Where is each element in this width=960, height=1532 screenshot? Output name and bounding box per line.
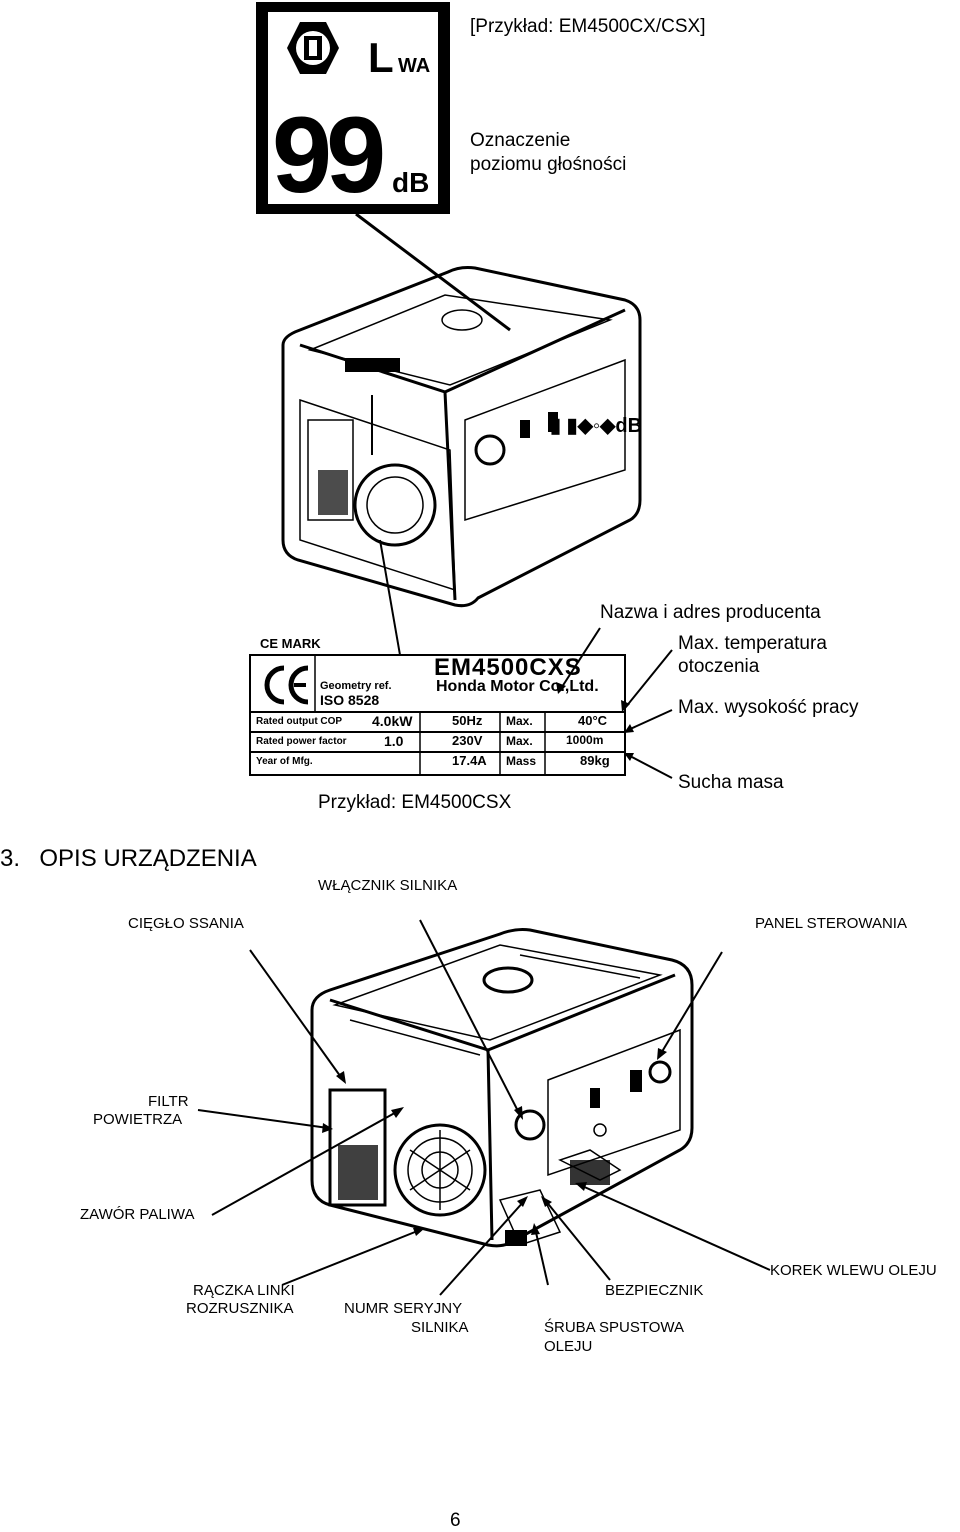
plate-row-label: Year of Mfg. bbox=[256, 756, 313, 767]
label-air-filter-line2: POWIETRZA bbox=[93, 1111, 183, 1128]
lwa-subscript: WA bbox=[398, 55, 430, 77]
plate-ce-mark: CE MARK bbox=[260, 636, 321, 651]
section-number: 3. bbox=[0, 845, 21, 872]
label-control-panel: PANEL STEROWANIA bbox=[755, 915, 907, 932]
noise-unit: dB bbox=[392, 167, 429, 198]
section-title: OPIS URZĄDZENIA bbox=[39, 845, 257, 872]
plate-row-col3: Max. bbox=[506, 714, 533, 728]
plate-standard: ISO 8528 bbox=[320, 692, 380, 708]
plate-row-col4: 89kg bbox=[580, 753, 610, 768]
label-starter-grip-line2: ROZRUSZNIKA bbox=[186, 1300, 294, 1317]
label-fuse: BEZPIECZNIK bbox=[605, 1282, 704, 1299]
nut-icon bbox=[287, 22, 339, 74]
plate-row-col2: 230V bbox=[452, 733, 483, 748]
label-starter-grip-line1: RĄCZKA LINKI bbox=[193, 1282, 295, 1299]
noise-label-line2: poziomu głośności bbox=[470, 154, 627, 175]
plate-example-caption: Przykład: EM4500CSX bbox=[318, 792, 512, 813]
callout-max-altitude: Max. wysokość pracy bbox=[678, 697, 859, 718]
callout-max-temp-line2: otoczenia bbox=[678, 656, 760, 677]
svg-text:▮ ▮◆◦◆dB: ▮ ▮◆◦◆dB bbox=[550, 415, 642, 437]
callout-manufacturer: Nazwa i adres producenta bbox=[600, 602, 821, 623]
plate-row-value: 4.0kW bbox=[372, 713, 413, 729]
callout-max-temp-line1: Max. temperatura bbox=[678, 633, 827, 654]
plate-row-value: 1.0 bbox=[384, 733, 404, 749]
plate-standard-label: Geometry ref. bbox=[320, 680, 392, 692]
noise-level-badge: L WA 99 dB bbox=[256, 2, 450, 215]
plate-row-label: Rated power factor bbox=[256, 736, 347, 747]
plate-row-col2: 50Hz bbox=[452, 713, 483, 728]
label-choke: CIĘGŁO SSANIA bbox=[128, 915, 244, 932]
label-air-filter-line1: FILTR bbox=[148, 1093, 189, 1110]
plate-maker: Honda Motor Co.,Ltd. bbox=[436, 678, 599, 695]
lwa-symbol: L bbox=[368, 34, 394, 81]
plate-callout-arrows bbox=[556, 627, 673, 779]
page-number: 6 bbox=[450, 1510, 461, 1531]
plate-row-label: Rated output COP bbox=[256, 716, 343, 727]
label-oil-drain-line1: ŚRUBA SPUSTOWA bbox=[544, 1319, 685, 1336]
plate-row-col4: 40°C bbox=[578, 713, 608, 728]
callout-dry-mass: Sucha masa bbox=[678, 772, 784, 793]
label-engine-serial-line2: SILNIKA bbox=[411, 1319, 469, 1336]
generator-main-illustration bbox=[310, 928, 694, 1248]
plate-model: EM4500CXS bbox=[434, 654, 582, 681]
plate-row-col2: 17.4A bbox=[452, 753, 487, 768]
plate-row-col3: Mass bbox=[506, 754, 537, 768]
plate-pointer-line-b bbox=[379, 539, 401, 656]
noise-value: 99 bbox=[272, 94, 383, 215]
part-callout-lines bbox=[197, 919, 771, 1296]
label-oil-drain-line2: OLEJU bbox=[544, 1338, 593, 1355]
label-fuel-valve: ZAWÓR PALIWA bbox=[80, 1206, 195, 1223]
rating-plate bbox=[249, 654, 626, 776]
badge-pointer-line bbox=[355, 212, 511, 332]
plate-row-col3: Max. bbox=[506, 734, 533, 748]
generator-top-illustration: ▮ ▮◆◦◆dB bbox=[281, 266, 642, 608]
label-oil-filler: KOREK WLEWU OLEJU bbox=[770, 1262, 937, 1279]
example-model-caption: [Przykład: EM4500CX/CSX] bbox=[470, 16, 706, 37]
section-heading: 3. OPIS URZĄDZENIA bbox=[0, 845, 257, 873]
label-engine-serial-line1: NUMR SERYJNY bbox=[344, 1300, 463, 1317]
plate-row-col4: 1000m bbox=[566, 733, 604, 747]
ce-logo bbox=[264, 665, 309, 705]
noise-label-line1: Oznaczenie bbox=[470, 130, 571, 151]
label-engine-switch: WŁĄCZNIK SILNIKA bbox=[318, 877, 458, 894]
